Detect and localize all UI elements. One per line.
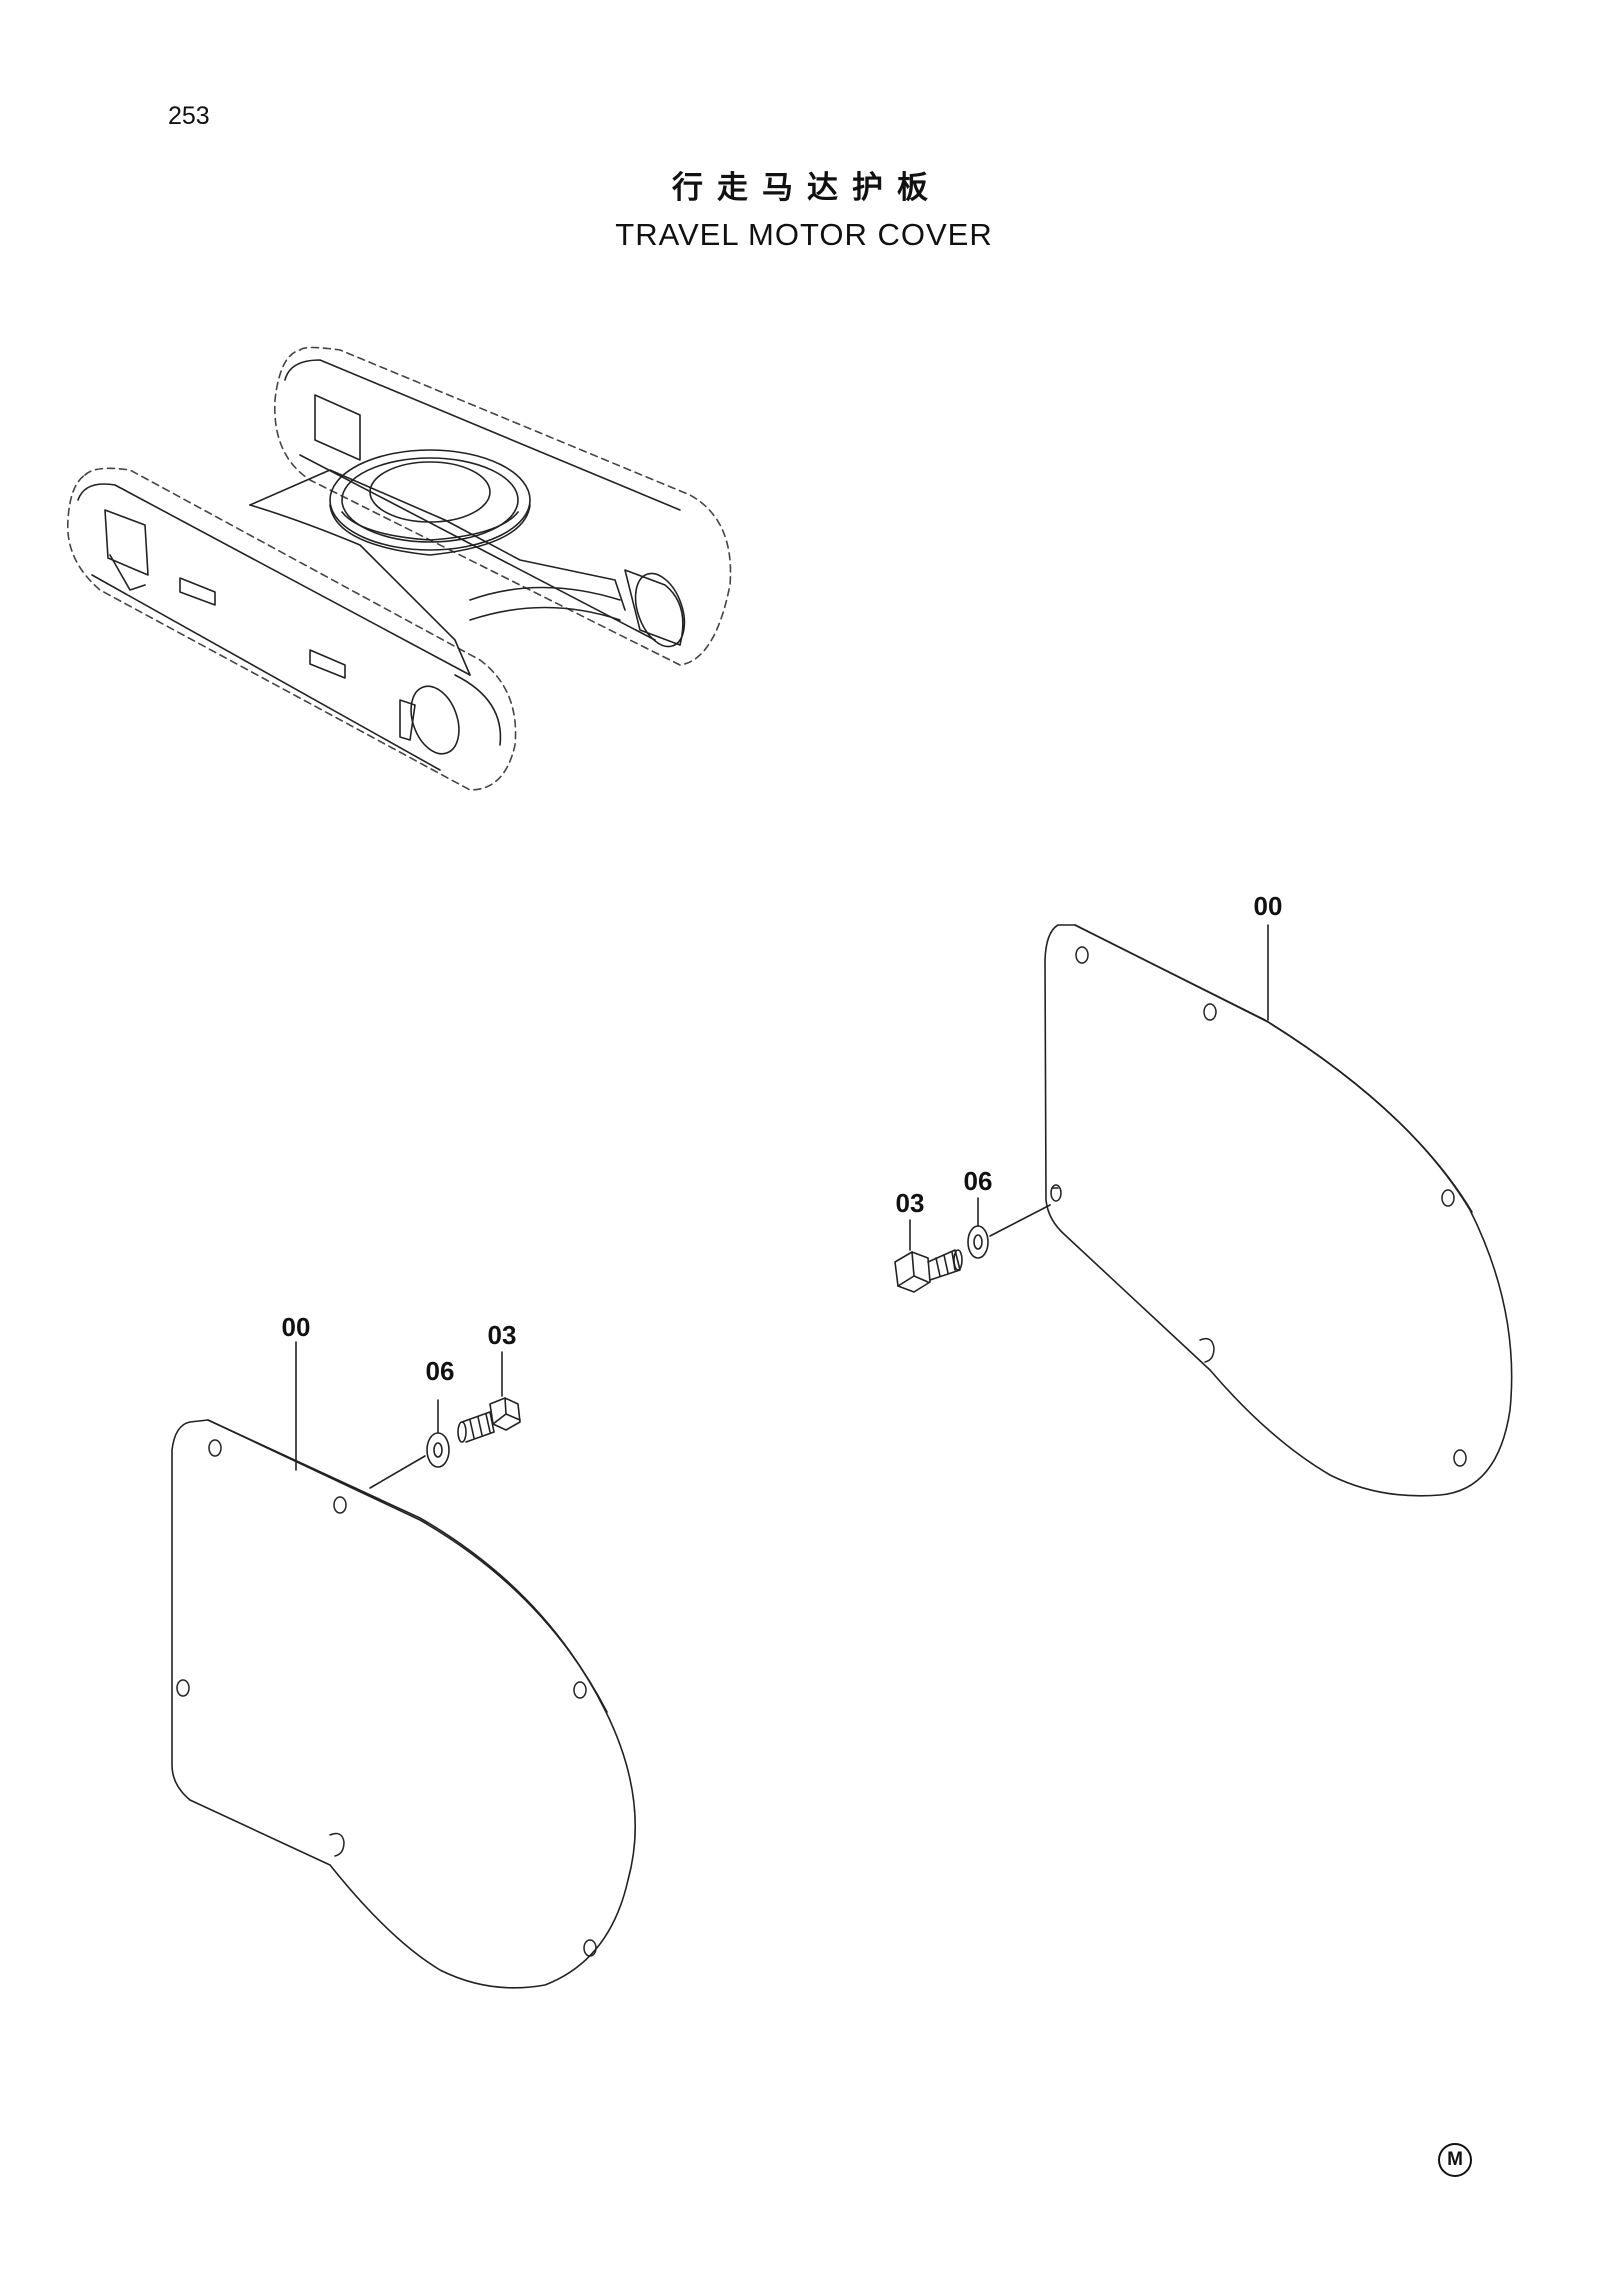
title-english: TRAVEL MOTOR COVER: [615, 217, 993, 252]
callout-right-bolt: 03: [896, 1188, 925, 1218]
callout-left-bolt: 03: [488, 1320, 517, 1350]
callout-right-cover: 00: [1254, 891, 1283, 921]
left-bolt: [457, 1397, 521, 1443]
right-washer: [967, 1225, 989, 1259]
page-number: 253: [168, 102, 210, 130]
left-washer: [426, 1432, 450, 1468]
callout-left-washer: 06: [426, 1356, 455, 1386]
left-cover-plate: [171, 1419, 636, 1989]
title-block: 行走马达护板 TRAVEL MOTOR COVER: [0, 162, 1608, 253]
callout-left-cover: 00: [282, 1312, 311, 1342]
right-bolt: [894, 1249, 963, 1293]
undercarriage-illustration: [66, 346, 732, 791]
callout-right-washer: 06: [964, 1166, 993, 1196]
right-cover-assembly: [894, 924, 1513, 1497]
left-cover-assembly: [171, 1341, 636, 1989]
right-cover-plate: [1044, 924, 1513, 1497]
title-chinese: 行走马达护板: [672, 170, 942, 206]
footer-mark: M: [1438, 2143, 1472, 2177]
